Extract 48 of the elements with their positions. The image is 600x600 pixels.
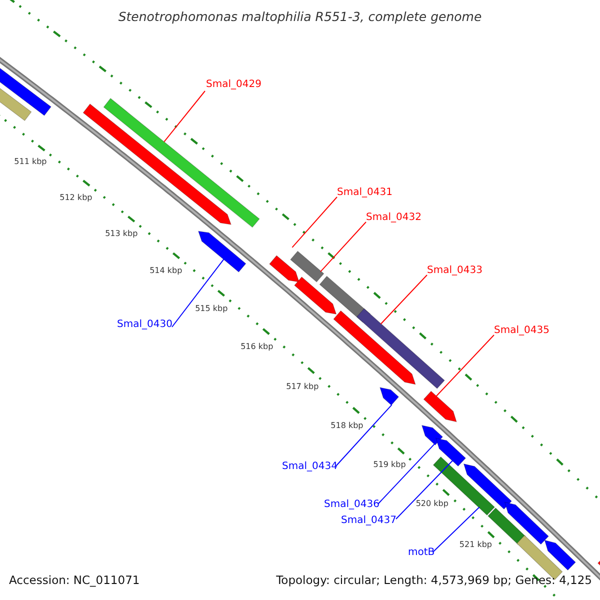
gene-bar bbox=[198, 230, 246, 272]
gene-bar bbox=[544, 540, 576, 571]
leader-line bbox=[378, 443, 436, 504]
leader-line bbox=[380, 274, 428, 324]
scale-label: 519 kbp bbox=[373, 460, 406, 470]
gene-bar bbox=[356, 308, 445, 389]
gene-bar bbox=[504, 502, 549, 545]
gene-label: Smal_0430 bbox=[117, 319, 172, 331]
gene-bar bbox=[421, 425, 444, 446]
scale-label: 514 kbp bbox=[150, 266, 182, 276]
gene-label: Smal_0429 bbox=[206, 79, 262, 91]
gene-bar bbox=[435, 438, 466, 467]
leader-line bbox=[336, 404, 392, 466]
title: Stenotrophomonas maltophilia R551-3, complete genome bbox=[117, 9, 483, 24]
gene-bar bbox=[333, 310, 416, 385]
scale-label: 518 kbp bbox=[330, 421, 364, 432]
gene-label: Smal_0432 bbox=[366, 212, 422, 224]
scale-label: 517 kbp bbox=[286, 382, 319, 392]
gene-bar bbox=[463, 463, 512, 510]
leader-line bbox=[436, 334, 494, 397]
footer-text: Accession: NC_011071 bbox=[9, 573, 140, 587]
leader-line bbox=[320, 222, 366, 272]
gene-label: Smal_0436 bbox=[324, 499, 380, 511]
scale-label: 520 kbp bbox=[416, 499, 448, 510]
gene-bar bbox=[290, 250, 324, 282]
gene-label: motB bbox=[408, 547, 435, 559]
scale-label: 521 kbp bbox=[459, 540, 492, 550]
gene-label: Smal_0435 bbox=[494, 325, 550, 337]
scale-label: 512 kbp bbox=[60, 192, 92, 203]
gene-label: Smal_0434 bbox=[282, 461, 338, 473]
gene-bar bbox=[269, 255, 300, 282]
scale-label: 516 kbp bbox=[240, 342, 274, 352]
gene-bar bbox=[380, 387, 400, 406]
footer-text: Topology: circular; Length: 4,573,969 bp; Genes: 4,125 bbox=[276, 573, 592, 587]
gene-label: Smal_0433 bbox=[427, 265, 482, 277]
leader-line bbox=[172, 258, 225, 328]
gene-bar bbox=[103, 98, 260, 228]
gene-label: Smal_0437 bbox=[341, 515, 396, 527]
leader-line bbox=[396, 460, 454, 520]
gene-label: Smal_0431 bbox=[337, 187, 392, 199]
gene-bar bbox=[432, 456, 496, 516]
scale-label: 511 kbp bbox=[14, 157, 47, 168]
scale-label: 515 kbp bbox=[195, 304, 228, 314]
gene-bar bbox=[423, 390, 457, 422]
leader-line bbox=[164, 90, 206, 142]
leader-line bbox=[432, 506, 480, 552]
scale-label: 513 kbp bbox=[105, 229, 138, 240]
gene-bar bbox=[294, 276, 337, 314]
